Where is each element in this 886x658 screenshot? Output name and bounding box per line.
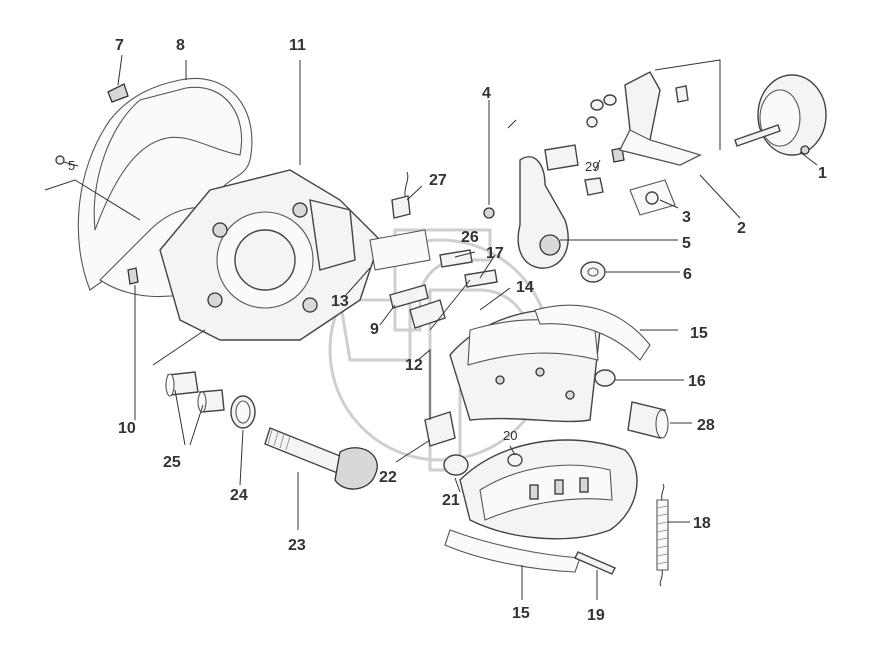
label-7: 7 bbox=[115, 37, 124, 54]
label-6: 6 bbox=[683, 266, 692, 283]
clip-part-20 bbox=[507, 453, 523, 467]
anchor-pin-part-22 bbox=[424, 411, 456, 447]
chamber-bracket-part-2 bbox=[618, 71, 702, 166]
label-8: 8 bbox=[176, 37, 185, 54]
label-15-upper: 15 bbox=[690, 325, 708, 342]
label-26: 26 bbox=[461, 229, 479, 246]
small-pins-part-17 bbox=[464, 269, 498, 288]
clevis-assembly-part-29 bbox=[544, 144, 625, 196]
brake-shoe-upper-part-14 bbox=[449, 308, 601, 423]
hardware-nuts bbox=[507, 85, 689, 129]
label-21: 21 bbox=[442, 492, 460, 509]
pin-part-10 bbox=[127, 267, 139, 285]
label-12: 12 bbox=[405, 357, 423, 374]
brake-chamber-part-1 bbox=[734, 74, 827, 156]
label-5: 5 bbox=[682, 235, 691, 252]
label-20: 20 bbox=[503, 428, 517, 443]
washer-part-21 bbox=[443, 454, 469, 476]
gasket-part-3 bbox=[629, 179, 676, 216]
label-9: 9 bbox=[370, 321, 379, 338]
label-29: 29 bbox=[585, 159, 599, 174]
label-23: 23 bbox=[288, 537, 306, 554]
label-28: 28 bbox=[697, 417, 715, 434]
clip-part-7 bbox=[107, 83, 129, 103]
pin-part-19 bbox=[574, 551, 616, 575]
label-5-left: 5 bbox=[68, 158, 75, 173]
fitting-part-27 bbox=[391, 171, 411, 219]
label-13: 13 bbox=[331, 293, 349, 310]
label-19: 19 bbox=[587, 607, 605, 624]
leader-lines bbox=[44, 54, 818, 600]
label-22: 22 bbox=[379, 469, 397, 486]
label-16: 16 bbox=[688, 373, 706, 390]
brake-lining-lower-part-15 bbox=[444, 529, 581, 573]
label-24: 24 bbox=[230, 487, 248, 504]
s-cam-shaft-part-23 bbox=[264, 427, 378, 490]
label-4: 4 bbox=[482, 85, 491, 102]
label-15-lower: 15 bbox=[512, 605, 530, 622]
label-14: 14 bbox=[516, 279, 534, 296]
label-27: 27 bbox=[429, 172, 447, 189]
label-1: 1 bbox=[818, 165, 827, 182]
label-11: 11 bbox=[289, 37, 306, 54]
axle-tube-part-13 bbox=[369, 229, 431, 271]
label-3: 3 bbox=[682, 209, 691, 226]
label-2: 2 bbox=[737, 220, 746, 237]
part-number-labels: 1 2 3 4 5 5 6 7 8 9 10 11 12 13 14 15 15… bbox=[68, 37, 827, 624]
anchor-pins-part-9 bbox=[389, 284, 446, 329]
label-25: 25 bbox=[163, 454, 181, 471]
return-spring-part-18 bbox=[656, 483, 669, 587]
roller-part-16 bbox=[594, 369, 616, 387]
seal-ring-part-24 bbox=[230, 395, 256, 429]
brake-spider-part-11 bbox=[159, 169, 381, 341]
ball-part-4 bbox=[483, 207, 495, 219]
roller-part-28 bbox=[627, 401, 669, 439]
washer-part-6 bbox=[580, 261, 606, 283]
slack-adjuster-part-5 bbox=[517, 156, 569, 269]
small-pins-part-26 bbox=[439, 249, 473, 268]
brake-shoe-lower bbox=[459, 439, 638, 540]
label-18: 18 bbox=[693, 515, 711, 532]
label-10: 10 bbox=[118, 420, 136, 437]
bushings-part-25 bbox=[165, 371, 225, 413]
brake-lining-upper-part-15 bbox=[534, 304, 651, 361]
bolt-part-5-left bbox=[55, 155, 79, 167]
label-17: 17 bbox=[486, 245, 504, 262]
